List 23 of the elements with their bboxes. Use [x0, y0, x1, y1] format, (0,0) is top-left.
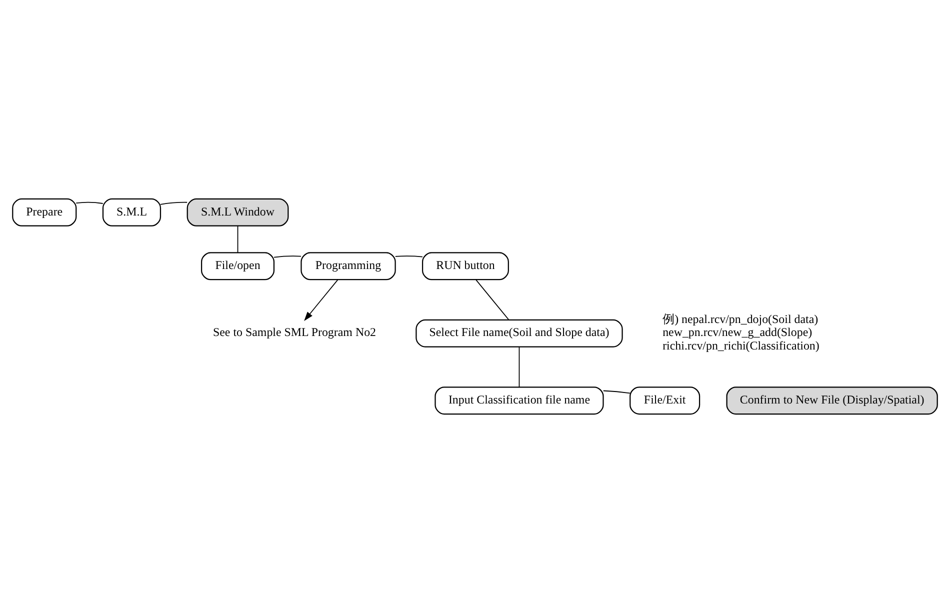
- connector: [237, 226, 238, 254]
- connector: [476, 279, 510, 320]
- node-text: See to Sample SML Program No2: [212, 325, 376, 340]
- connector: [160, 202, 188, 205]
- label: richi.rcv/pn_richi(Classification): [662, 338, 820, 353]
- node-box: File/Exit: [630, 386, 700, 415]
- label: 例) nepal.rcv/pn_dojo(Soil data): [662, 312, 818, 326]
- node-box: Select File name(Soil and Slope data): [416, 319, 623, 348]
- node-box: Programming: [300, 252, 396, 280]
- node-box: Prepare: [12, 198, 77, 226]
- connector: [518, 346, 520, 388]
- node-box: Confirm to New File (Display/Spatial): [726, 386, 938, 415]
- node-box: RUN button: [422, 252, 509, 280]
- connector: [602, 390, 630, 394]
- node-box: Input Classification file name: [434, 386, 604, 415]
- node-box: S.M.L Window: [186, 198, 289, 226]
- label: new_pn.rcv/new_g_add(Slope): [662, 325, 812, 340]
- connector: [394, 256, 423, 258]
- node-box: File/open: [201, 252, 275, 280]
- arrow: [304, 279, 338, 321]
- connector: [274, 256, 302, 258]
- connector: [76, 202, 104, 204]
- node-box: S.M.L: [102, 198, 162, 226]
